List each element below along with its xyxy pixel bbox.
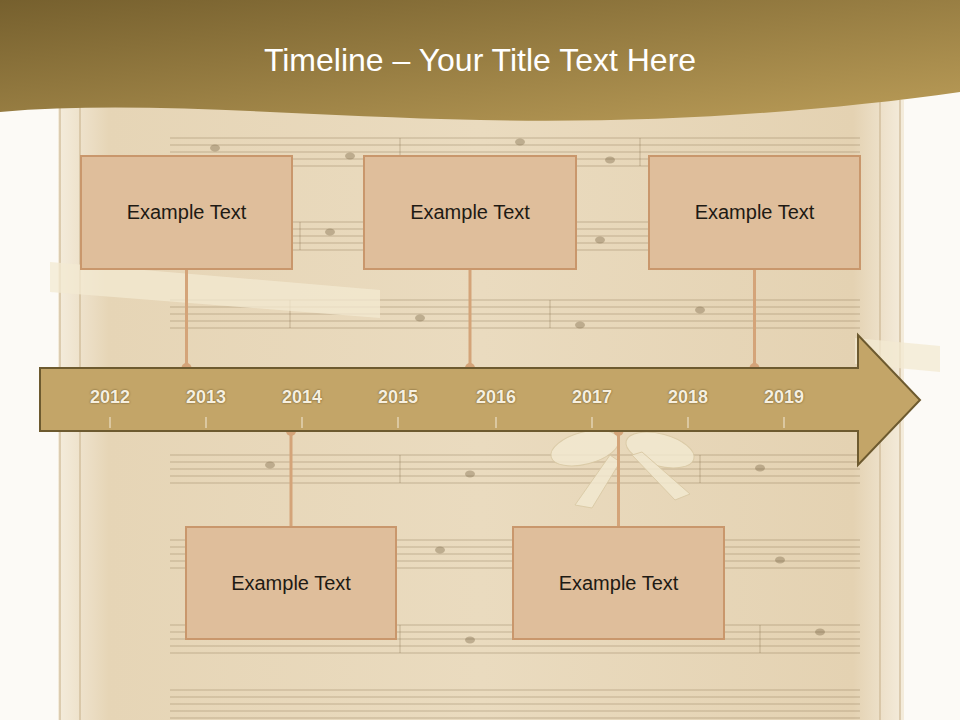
event-text: Example Text (231, 572, 351, 595)
year-label: 2019 (764, 387, 804, 408)
title-text: Timeline – Your Title Text Here (0, 42, 960, 79)
ribbon-bow (547, 423, 698, 508)
year-label: 2017 (572, 387, 612, 408)
year-label: 2013 (186, 387, 226, 408)
leader-connector (753, 270, 756, 368)
leader-connector (469, 270, 472, 368)
event-text: Example Text (410, 201, 530, 224)
year-label: 2014 (282, 387, 322, 408)
tick-mark (302, 417, 303, 428)
tick-mark (592, 417, 593, 428)
timeline-arrow: 2012 2013 2014 2015 2016 2017 2018 2019 (40, 335, 920, 465)
event-box: Example Text (80, 155, 293, 270)
leader-connector (185, 270, 188, 368)
event-box: Example Text (185, 526, 397, 640)
title-bar (0, 0, 960, 121)
tick-mark (688, 417, 689, 428)
year-label: 2018 (668, 387, 708, 408)
tick-mark (784, 417, 785, 428)
year-label: 2016 (476, 387, 516, 408)
event-text: Example Text (559, 572, 679, 595)
year-label: 2015 (378, 387, 418, 408)
tick-mark (110, 417, 111, 428)
event-text: Example Text (127, 201, 247, 224)
event-box: Example Text (363, 155, 577, 270)
year-label: 2012 (90, 387, 130, 408)
leader-connector (617, 431, 620, 526)
tick-mark (206, 417, 207, 428)
event-text: Example Text (695, 201, 815, 224)
event-box: Example Text (512, 526, 725, 640)
ribbon (50, 262, 380, 318)
arrow-body (40, 335, 920, 465)
tick-mark (398, 417, 399, 428)
event-box: Example Text (648, 155, 861, 270)
leader-connector (290, 431, 293, 526)
tick-mark (496, 417, 497, 428)
